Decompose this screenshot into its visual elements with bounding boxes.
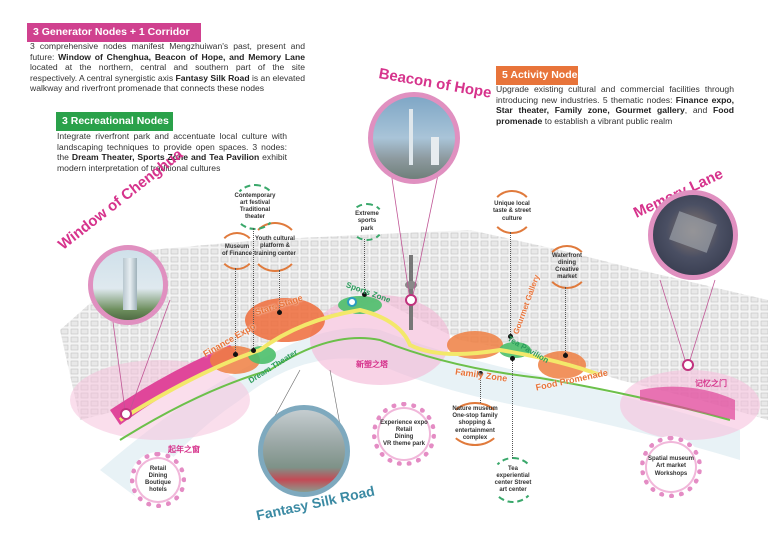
text: Integrate riverfront park and accentuate… bbox=[57, 131, 287, 162]
text: exhibit modern interpretation of traditi… bbox=[57, 152, 287, 173]
connector-line bbox=[279, 270, 280, 312]
sports-zone-callout: Extreme sports park bbox=[348, 203, 386, 241]
connector-line bbox=[510, 232, 511, 336]
stars-stage-callout: Youth cultural platform & training cente… bbox=[250, 222, 300, 272]
text-bold: Window of Chenghua, Beacon of Hope, and … bbox=[58, 51, 305, 62]
callout-line: Workshops bbox=[654, 470, 688, 477]
callout-line: Retail bbox=[395, 426, 413, 433]
text-bold: Dream Theater, Sports Zone and Tea Pavil… bbox=[71, 152, 260, 162]
fantasy-silk-road-photo bbox=[258, 405, 350, 497]
callout-line: VR theme park bbox=[382, 441, 425, 448]
text: , and bbox=[684, 105, 713, 115]
node-marker bbox=[510, 356, 515, 361]
node-marker bbox=[233, 352, 238, 357]
callout-line: Dining bbox=[148, 472, 168, 479]
callout-text: Unique local taste & street culture bbox=[492, 201, 531, 222]
callout-text: Tea experiential center Street art cente… bbox=[494, 465, 532, 494]
node-marker bbox=[508, 334, 513, 339]
beacon-of-hope-photo bbox=[368, 92, 460, 184]
text: Upgrade existing cultural and commercial… bbox=[496, 84, 734, 105]
node-marker bbox=[362, 292, 367, 297]
callout-line: Art market bbox=[655, 463, 686, 470]
callout-text: Nature museum One-stop family shopping &… bbox=[452, 405, 498, 441]
callout-text: Youth cultural platform & training cente… bbox=[254, 236, 296, 257]
family-zone-callout: Nature museum One-stop family shopping &… bbox=[448, 402, 502, 446]
node-marker bbox=[478, 371, 483, 376]
node-marker bbox=[563, 353, 568, 358]
text: is an elevated walkway and riverfront pr… bbox=[30, 72, 305, 94]
beacon-cn-label: 新塑之塔 bbox=[356, 360, 388, 369]
node-marker bbox=[277, 310, 282, 315]
connector-line bbox=[512, 360, 513, 458]
window-of-chenghua-photo bbox=[88, 245, 168, 325]
text-bold: Finance expo, Star theater, Family zone,… bbox=[496, 94, 735, 116]
memory-lane-photo bbox=[648, 190, 738, 280]
text: located at the northern, central and sou… bbox=[30, 62, 305, 83]
callout-line: Spatial museum bbox=[647, 456, 694, 463]
text-bold: Fantasy Silk Road bbox=[175, 72, 250, 83]
finance-expo-callout: Museum of Finance bbox=[218, 232, 256, 270]
connector-line bbox=[565, 287, 566, 355]
node-marker bbox=[251, 348, 256, 353]
window-cn-label: 起年之窗 bbox=[168, 445, 200, 454]
callout-text: Waterfront dining Creative market bbox=[551, 252, 583, 281]
gourmet-gallery-callout: Unique local taste & street culture bbox=[490, 190, 534, 234]
connector-line bbox=[235, 268, 236, 354]
generator-section-text: 3 comprehensive nodes manifest Mengzhuiw… bbox=[30, 41, 305, 94]
callout-text: Museum of Finance bbox=[222, 243, 253, 257]
generator-section-header: 3 Generator Nodes + 1 Corridor bbox=[27, 23, 201, 42]
callout-text: Contemporary art festival Traditional th… bbox=[234, 192, 276, 221]
dream-theater-callout: Contemporary art festival Traditional th… bbox=[232, 184, 278, 230]
callout-line: Retail bbox=[149, 465, 167, 472]
food-promenade-callout: Waterfront dining Creative market bbox=[545, 245, 589, 289]
recreational-section-text: Integrate riverfront park and accentuate… bbox=[57, 131, 287, 173]
callout-line: Boutique bbox=[145, 480, 171, 486]
text: to establish a vibrant public realm bbox=[542, 115, 673, 126]
text: 3 comprehensive nodes manifest Mengzhuiw… bbox=[30, 41, 305, 62]
connector-line bbox=[480, 375, 481, 403]
activity-section-text: Upgrade existing cultural and commercial… bbox=[496, 84, 734, 126]
callout-line: hotels bbox=[149, 487, 167, 494]
recreational-section-header: 3 Recreational Nodes bbox=[56, 112, 173, 131]
connector-line bbox=[364, 239, 365, 294]
callout-text: Extreme sports park bbox=[355, 211, 379, 232]
activity-section-header: 5 Activity Nodes bbox=[496, 66, 583, 85]
connector-line bbox=[253, 228, 254, 350]
tea-pavilion-callout: Tea experiential center Street art cente… bbox=[490, 457, 536, 503]
callout-line: Dining bbox=[394, 434, 414, 440]
text-bold: Food promenade bbox=[496, 105, 734, 126]
memory-cn-label: 记忆之门 bbox=[695, 379, 727, 388]
callout-line: Experience expo bbox=[380, 419, 428, 426]
